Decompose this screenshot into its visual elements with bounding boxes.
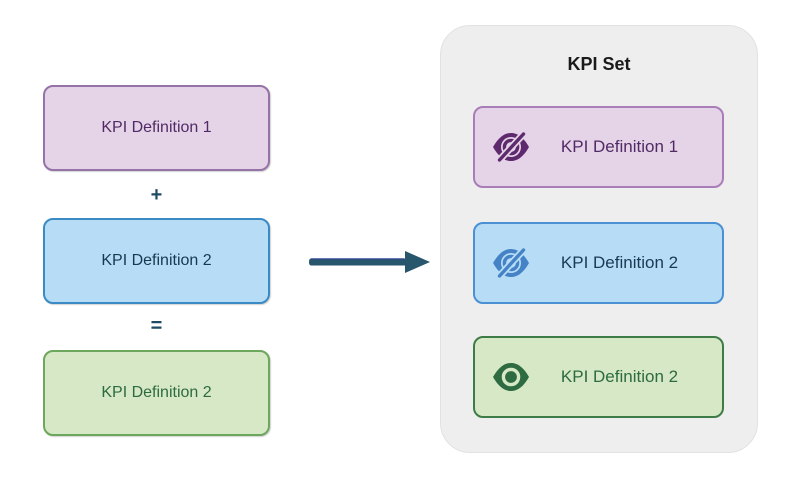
kpi-definition-2-label: KPI Definition 2: [101, 252, 212, 269]
kpi-set-item-3: KPI Definition 2: [473, 336, 724, 418]
kpi-definition-1-label: KPI Definition 1: [101, 119, 212, 136]
kpi-definition-result-label: KPI Definition 2: [101, 384, 212, 401]
flow-arrow: [308, 248, 432, 276]
eye-slash-icon: [491, 132, 531, 162]
right-arrow-icon: [309, 251, 430, 273]
kpi-set-item-3-label: KPI Definition 2: [560, 367, 679, 386]
kpi-set-item-2: KPI Definition 2: [473, 222, 724, 304]
kpi-set-item-1-label: KPI Definition 1: [560, 137, 679, 156]
kpi-definition-2-box: KPI Definition 2: [43, 218, 270, 304]
kpi-definition-1-box: KPI Definition 1: [43, 85, 270, 171]
kpi-set-container: KPI Set KPI Definition 1: [440, 25, 758, 453]
kpi-definition-result-box: KPI Definition 2: [43, 350, 270, 436]
plus-operator: +: [150, 184, 163, 206]
eye-slash-icon: [491, 248, 531, 278]
kpi-set-item-2-label: KPI Definition 2: [560, 253, 679, 272]
kpi-set-title: KPI Set: [567, 54, 631, 74]
equals-operator: =: [150, 315, 163, 337]
eye-icon: [491, 362, 531, 392]
kpi-set-item-1: KPI Definition 1: [473, 106, 724, 188]
